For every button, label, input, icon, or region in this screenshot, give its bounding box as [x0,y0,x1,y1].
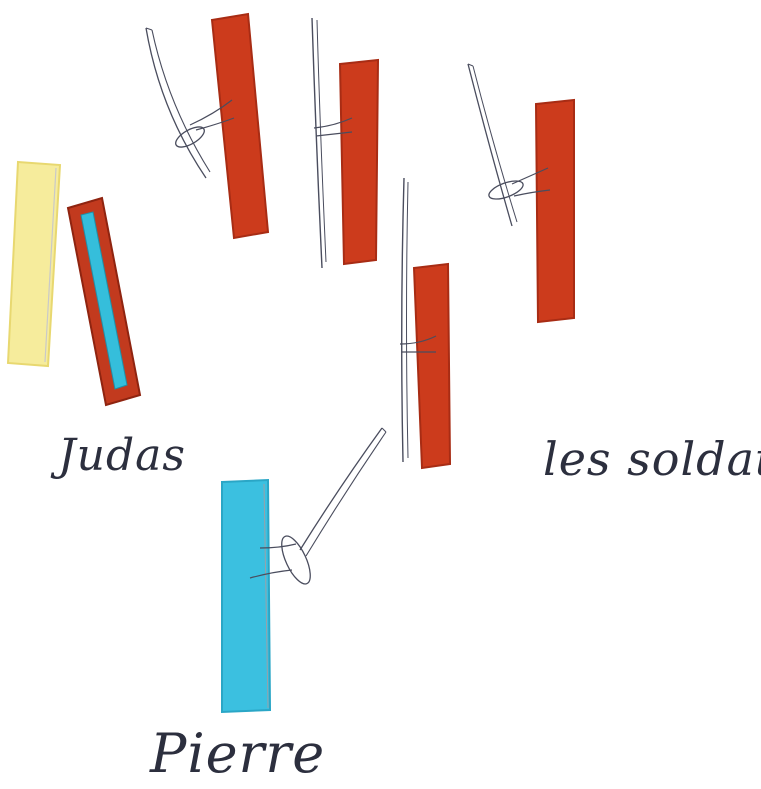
soldier-3 [412,262,452,470]
label-soldats: les soldats [543,432,761,486]
yellow-figure [6,160,62,368]
soldier-4 [534,98,575,324]
sword-pierre [249,427,387,585]
spear-soldier-3 [399,177,437,463]
label-judas: Judas [58,430,186,481]
judas-figure [66,196,142,407]
spear-soldier-4 [467,63,551,227]
pierre-figure [221,478,272,714]
soldier-2 [338,58,380,266]
label-pierre: Pierre [150,722,326,785]
spear-soldier-2 [311,17,353,269]
spear-soldier-1 [145,27,235,179]
soldier-1 [210,12,270,240]
